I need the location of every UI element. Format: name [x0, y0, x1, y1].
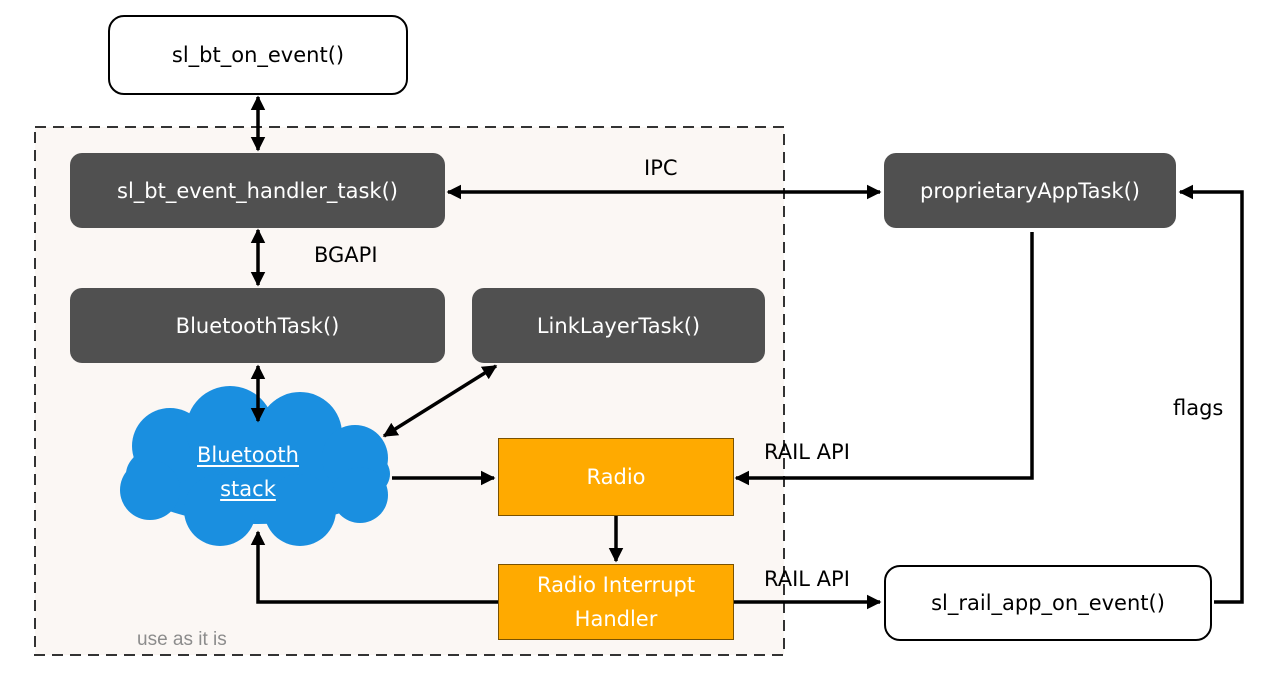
ipc-label: IPC — [644, 156, 678, 180]
link-layer-task-node: LinkLayerTask() — [472, 288, 765, 363]
rail-api-label-upper: RAIL API — [764, 440, 850, 464]
arrow-flags — [1178, 184, 1244, 604]
arrow-irq-stack — [250, 530, 498, 604]
radio-label: Radio — [586, 465, 646, 489]
radio-irq-label-line1: Radio Interrupt — [536, 573, 696, 597]
sl-rail-app-on-event-label: sl_rail_app_on_event() — [931, 591, 1165, 615]
proprietary-app-task-label: proprietaryAppTask() — [920, 178, 1140, 203]
bluetooth-stack-cloud — [120, 386, 390, 546]
bluetooth-stack-line2: stack — [220, 477, 276, 501]
flags-label: flags — [1173, 396, 1224, 420]
link-layer-task-label: LinkLayerTask() — [536, 313, 701, 338]
bluetooth-task-node: BluetoothTask() — [70, 288, 445, 363]
radio-node: Radio — [498, 438, 734, 516]
radio-interrupt-handler-node: Radio Interrupt Handler — [498, 564, 734, 640]
bluetooth-stack-label: Bluetooth stack — [168, 438, 328, 506]
arrow-app-radio — [734, 232, 1034, 486]
event-handler-task-node: sl_bt_event_handler_task() — [70, 153, 445, 228]
proprietary-app-task-node: proprietaryAppTask() — [884, 153, 1176, 228]
bluetooth-stack-line1: Bluetooth — [197, 443, 299, 467]
sl-bt-on-event-node: sl_bt_on_event() — [108, 15, 408, 95]
bluetooth-task-label: BluetoothTask() — [175, 313, 340, 338]
sl-rail-app-on-event-node: sl_rail_app_on_event() — [884, 565, 1212, 641]
use-as-it-is-note: use as it is — [137, 629, 227, 650]
event-handler-task-label: sl_bt_event_handler_task() — [117, 178, 398, 203]
sl-bt-on-event-label: sl_bt_on_event() — [171, 43, 345, 67]
rail-api-label-lower: RAIL API — [764, 567, 850, 591]
radio-irq-label-line2: Handler — [574, 607, 658, 631]
bgapi-label: BGAPI — [314, 243, 378, 267]
arrow-linklayer-stack — [382, 364, 498, 438]
